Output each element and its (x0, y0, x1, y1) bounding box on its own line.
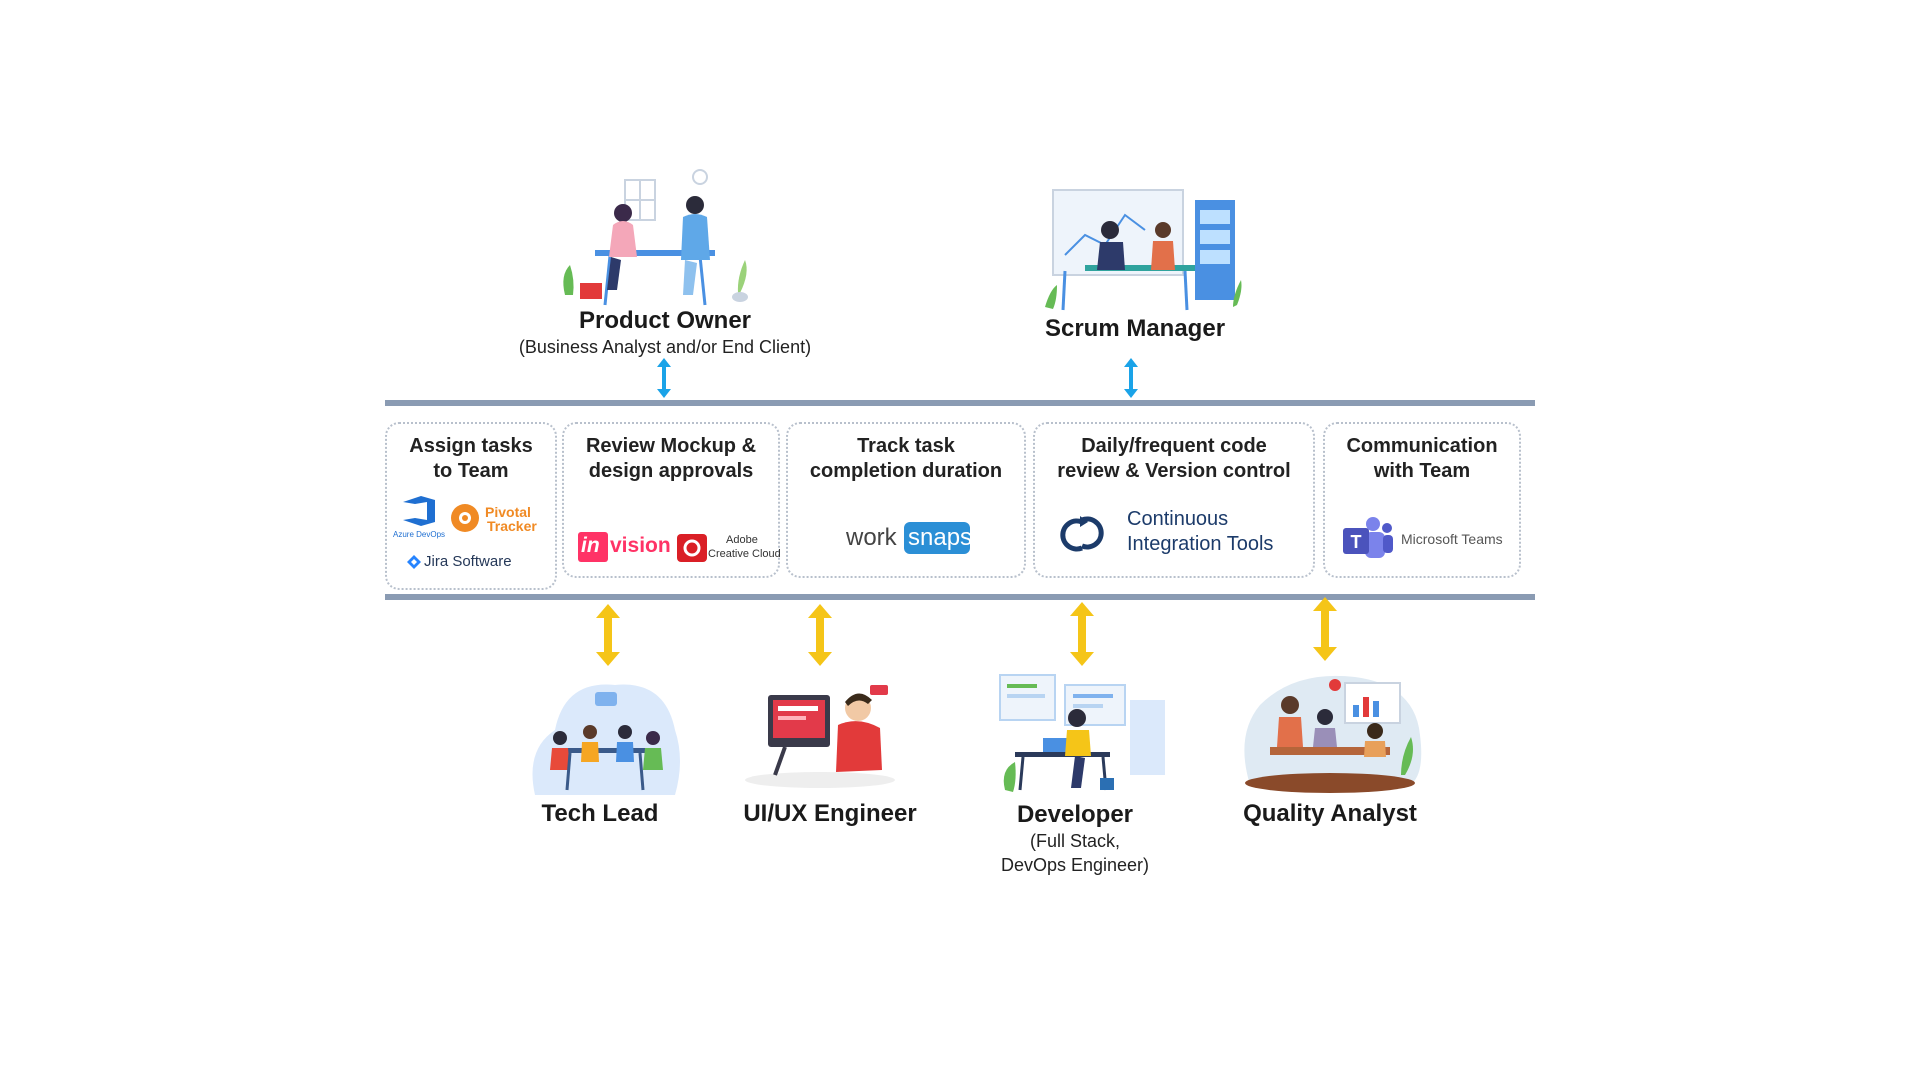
pivotal-tracker-icon (449, 502, 481, 534)
product-owner-title: Product Owner (578, 307, 752, 334)
uiux-engineer-illustration (740, 680, 900, 790)
product-owner-subtitle: (Business Analyst and/or End Client) (518, 337, 812, 357)
tech-lead-illustration (525, 670, 685, 800)
jira-software-label: Jira Software (424, 553, 512, 570)
top-divider-bar (385, 400, 1535, 406)
activity-title: Communication with Team (1346, 435, 1498, 482)
bottom-divider-bar (385, 594, 1535, 600)
uiux-engineer-arrow (808, 604, 832, 666)
scrum-manager-title: Scrum Manager (1044, 315, 1226, 342)
integration-tools-label: Integration Tools (1127, 533, 1274, 555)
scrum-manager-arrow (1124, 358, 1138, 398)
tech-lead-title: Tech Lead (541, 800, 659, 827)
jira-icon (407, 555, 421, 569)
pivotal-label: Pivotal (485, 504, 531, 520)
developer-subtitle-line1: (Full Stack, (1029, 831, 1121, 851)
quality-analyst-arrow (1313, 597, 1337, 661)
svg-text:T: T (1351, 532, 1362, 552)
activity-title: Review Mockup & design approvals (585, 435, 757, 482)
creative-cloud-label: Creative Cloud (708, 548, 781, 560)
adobe-creative-cloud-icon (677, 534, 707, 562)
activity-card-code-review: Daily/frequent code review & Version con… (1033, 422, 1315, 578)
invision-in-label: in (581, 534, 600, 557)
developer-arrow (1070, 602, 1094, 666)
activity-card-communication: Communication with Team T Microsoft Team… (1323, 422, 1521, 578)
tech-lead-arrow (596, 604, 620, 666)
scrum-manager-illustration (1045, 185, 1245, 315)
worksnaps-snaps-label: snaps (908, 524, 973, 551)
adobe-label: Adobe (726, 534, 758, 546)
invision-vision-label: vision (610, 534, 671, 557)
developer-title: Developer (1016, 801, 1134, 828)
uiux-engineer-title: UI/UX Engineer (743, 800, 917, 827)
activity-title: Daily/frequent code review & Version con… (1057, 435, 1291, 482)
azure-devops-icon (399, 494, 439, 528)
continuous-label: Continuous (1127, 508, 1229, 530)
azure-devops-label: Azure DevOps (393, 530, 446, 539)
activity-card-review-mockup: Review Mockup & design approvals in visi… (562, 422, 781, 578)
worksnaps-work-label: work (846, 524, 897, 551)
microsoft-teams-label: Microsoft Teams (1401, 531, 1503, 547)
developer-illustration (995, 670, 1170, 795)
activity-title: Assign tasks to Team (409, 435, 533, 482)
activity-card-assign-tasks: Assign tasks to Team Azure DevOps Pivota… (385, 422, 557, 590)
quality-analyst-title: Quality Analyst (1243, 800, 1417, 827)
quality-analyst-illustration (1235, 665, 1425, 795)
tracker-label: Tracker (487, 518, 537, 534)
activity-title: Track task completion duration (809, 435, 1003, 482)
continuous-integration-icon (1055, 514, 1109, 554)
developer-subtitle-line2: DevOps Engineer) (1000, 855, 1150, 875)
product-owner-illustration (555, 165, 770, 310)
invision-logo (578, 532, 608, 562)
worksnaps-snaps-badge (904, 522, 970, 554)
activity-card-track-task: Track task completion duration work snap… (786, 422, 1026, 578)
product-owner-arrow (657, 358, 671, 398)
microsoft-teams-icon: T (1343, 516, 1393, 560)
